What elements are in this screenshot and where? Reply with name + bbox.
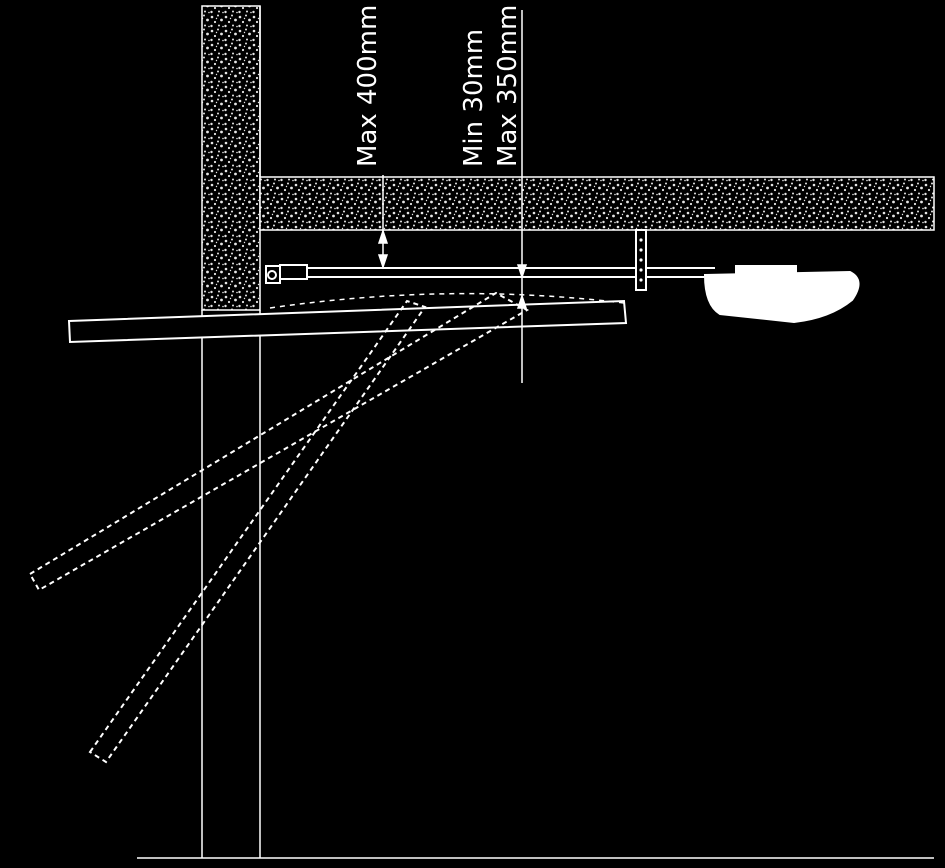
dimension-door-gap xyxy=(516,10,528,383)
ceiling-bracket xyxy=(635,229,647,291)
motor-unit xyxy=(703,265,860,324)
door-panel-closed xyxy=(67,299,628,344)
door-frame xyxy=(201,310,261,858)
door-panel-open-positions xyxy=(28,291,530,764)
label-max-350mm: Max 350mm xyxy=(493,5,523,167)
dimension-max-400 xyxy=(377,175,389,270)
label-min-30mm: Min 30mm xyxy=(459,29,489,167)
drive-rail xyxy=(265,264,715,284)
wall-lintel xyxy=(201,5,261,311)
label-max-400mm: Max 400mm xyxy=(353,5,383,167)
ceiling-slab xyxy=(259,6,935,231)
